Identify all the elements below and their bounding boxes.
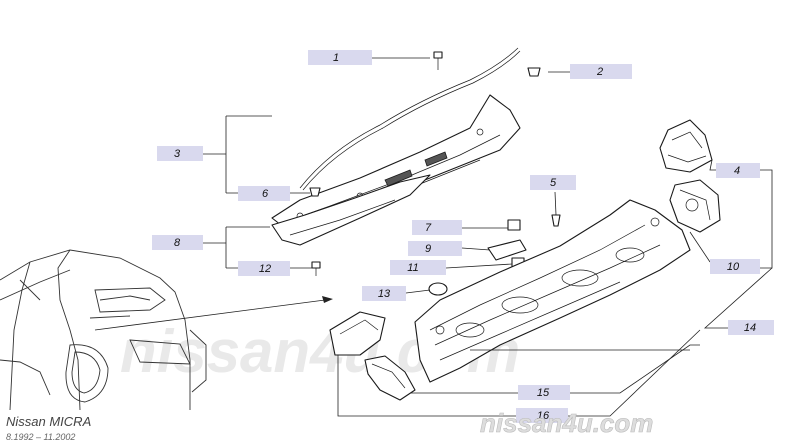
callout-16: 16 [516,408,568,423]
svg-text:11: 11 [407,262,418,274]
svg-text:4: 4 [734,165,740,177]
leader-9 [461,247,491,251]
car-outline [0,249,207,411]
side-extension-16 [329,311,386,356]
callout-6: 6 [238,186,290,201]
svg-text:12: 12 [259,263,271,275]
callout-12: 12 [238,261,290,276]
callout-5: 5 [530,175,576,190]
arrow-head [322,296,333,303]
callout-14: 14 [728,320,774,335]
location-arrow [94,299,326,331]
callout-3: 3 [157,146,203,161]
bracket-10 [669,179,721,233]
lower-bracket-15 [364,355,416,401]
svg-text:16: 16 [537,410,550,422]
screw-12 [311,261,321,276]
callout-10: 10 [710,259,760,274]
leader-4 [709,159,773,269]
model-years: 8.1992 – 11.2002 [6,432,75,442]
leader-16 [337,329,701,417]
upper-cowl-grille [271,94,521,233]
clip-6 [309,187,321,197]
callout-15: 15 [518,385,570,400]
leader-5 [554,191,557,216]
svg-text:15: 15 [537,387,550,399]
svg-text:7: 7 [425,222,432,234]
bracket-4 [659,119,713,173]
svg-text:8: 8 [174,237,181,249]
callout-11: 11 [390,260,446,275]
leader-14 [703,267,773,329]
bolt-1 [433,51,443,70]
leader-8 [203,226,270,269]
callout-1: 1 [308,50,372,65]
leader-13 [405,289,431,294]
grommet-13 [428,282,448,296]
cowl-top-panel [414,199,691,383]
svg-text:6: 6 [262,188,269,200]
leader-3 [203,115,272,194]
bracket-9 [487,239,527,261]
lower-cowl-top [271,174,431,246]
callout-13: 13 [362,286,406,301]
model-title: Nissan MICRA [6,414,91,429]
svg-text:9: 9 [425,243,431,255]
callout-8: 8 [152,235,203,250]
svg-text:5: 5 [550,177,557,189]
svg-text:3: 3 [174,148,181,160]
clip-7 [507,219,521,231]
callout-9: 9 [408,241,462,256]
svg-text:14: 14 [744,322,756,334]
svg-text:1: 1 [333,52,339,64]
leader-10 [689,231,711,263]
clip-2 [527,67,541,77]
callout-2: 2 [570,64,632,79]
leader-11 [445,263,513,269]
leader-15 [410,344,700,394]
site-brand-watermark: nissan4u.com [480,408,653,438]
svg-text:10: 10 [727,261,740,273]
svg-text:13: 13 [378,288,391,300]
callout-7: 7 [412,220,462,235]
weatherstrip-seal [299,47,519,189]
svg-text:2: 2 [596,66,603,78]
callout-4: 4 [716,163,760,178]
clip-5 [551,214,561,227]
